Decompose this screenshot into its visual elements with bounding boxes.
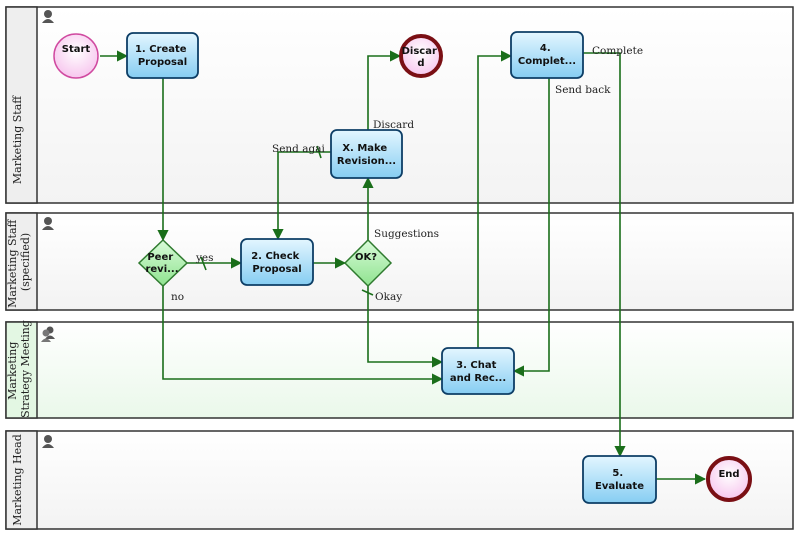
lane-title-line: (specified) (19, 233, 32, 291)
lane-marketing-staff-specified: Marketing Staff (specified) (5, 212, 794, 311)
task-label-line: X. Make (342, 143, 387, 154)
flow-complete-send-back-to-chat[interactable] (512, 78, 550, 377)
flow-complete-to-evaluate[interactable] (583, 52, 626, 458)
task-make-revisions[interactable]: X. Make Revision... (330, 129, 403, 179)
lane-title-line: Marketing Staff (6, 218, 19, 307)
flow-label-discard: Discard (373, 119, 414, 131)
flow-label-no: no (171, 291, 184, 303)
default-flow-marker (361, 289, 374, 296)
lane-header (5, 321, 38, 419)
lane-title: Marketing Strategy Meeting (6, 320, 32, 418)
flow-label-send-again: Send agai (272, 143, 325, 155)
person-icon (42, 10, 54, 23)
flow-revisions-discard-to-end[interactable] (367, 50, 402, 130)
sequence-flows (100, 50, 707, 485)
gateway-label-line: Peer (147, 252, 173, 263)
flow-label-complete: Complete (592, 45, 643, 57)
task-label: 5. Evaluate (595, 468, 644, 492)
task-create-proposal[interactable]: 1. Create Proposal (126, 32, 199, 79)
task-label-line: and Rec... (450, 373, 506, 384)
task-label-line: 5. (612, 468, 623, 479)
task-label-line: Proposal (138, 57, 187, 68)
flow-ok-okay-to-chat[interactable] (367, 286, 444, 368)
task-label: 3. Chat and Rec... (450, 360, 506, 384)
flow-chat-to-complete[interactable] (477, 50, 513, 348)
event-label-line: Discar (402, 46, 437, 57)
task-label-line: Complet... (518, 56, 576, 67)
task-label-line: 4. (540, 43, 551, 54)
task-label-line: Evaluate (595, 481, 644, 492)
lane-title: Marketing Staff (11, 95, 24, 184)
gateway-label: OK? (355, 252, 377, 263)
flow-label-yes: yes (195, 252, 214, 264)
lane-header (5, 430, 38, 530)
event-label-line: d (417, 58, 424, 69)
lane-title: Marketing Head (11, 434, 24, 526)
task-label-line: 2. Check (251, 251, 299, 262)
flow-label-okay: Okay (375, 291, 402, 303)
gateway-ok[interactable]: OK? (343, 238, 393, 288)
lane-header (5, 212, 38, 311)
discard-end-event[interactable]: Discar d (399, 34, 443, 78)
gateway-label-line: revi... (145, 264, 178, 275)
task-complete[interactable]: 4. Complet... (510, 31, 584, 79)
task-check-proposal[interactable]: 2. Check Proposal (240, 238, 314, 286)
end-event[interactable]: End (706, 456, 752, 502)
lane-header (5, 6, 38, 204)
task-label: 2. Check Proposal (251, 251, 303, 275)
lane-title-line: Marketing (6, 342, 19, 400)
gateway-peer-review[interactable]: Peer revi... (137, 238, 189, 288)
task-chat-and-recommend[interactable]: 3. Chat and Rec... (441, 347, 515, 395)
task-evaluate[interactable]: 5. Evaluate (582, 455, 657, 504)
person-icon (42, 435, 54, 448)
discard-end-event-label: Discar d (402, 46, 441, 69)
flow-label-send-back: Send back (555, 84, 611, 96)
lane-marketing-strategy-meeting: Marketing Strategy Meeting (5, 320, 794, 419)
group-icon (41, 326, 55, 342)
start-event[interactable]: Start (53, 33, 99, 79)
task-label: 4. Complet... (518, 43, 576, 67)
default-flow-markers (200, 145, 374, 296)
flow-peer-no-to-chat[interactable] (162, 286, 444, 385)
lane-title-line: Strategy Meeting (19, 320, 32, 418)
gateway-label: Peer revi... (145, 252, 178, 275)
task-label-line: 3. Chat (456, 360, 496, 371)
task-label-line: 1. Create (135, 44, 187, 55)
task-label-line: Revision... (337, 156, 396, 167)
person-icon (42, 217, 54, 230)
lane-title: Marketing Staff (specified) (6, 216, 32, 308)
task-label-line: Proposal (252, 264, 301, 275)
lane-marketing-head: Marketing Head (5, 430, 794, 530)
flow-label-suggestions: Suggestions (374, 228, 439, 240)
task-label: X. Make Revision... (337, 143, 396, 167)
default-flow-marker (200, 256, 207, 271)
task-label: 1. Create Proposal (135, 44, 190, 68)
end-event-label: End (718, 469, 739, 480)
flow-revisions-send-again-to-check[interactable] (272, 151, 331, 241)
default-flow-marker (316, 145, 322, 159)
start-event-label: Start (62, 44, 91, 55)
